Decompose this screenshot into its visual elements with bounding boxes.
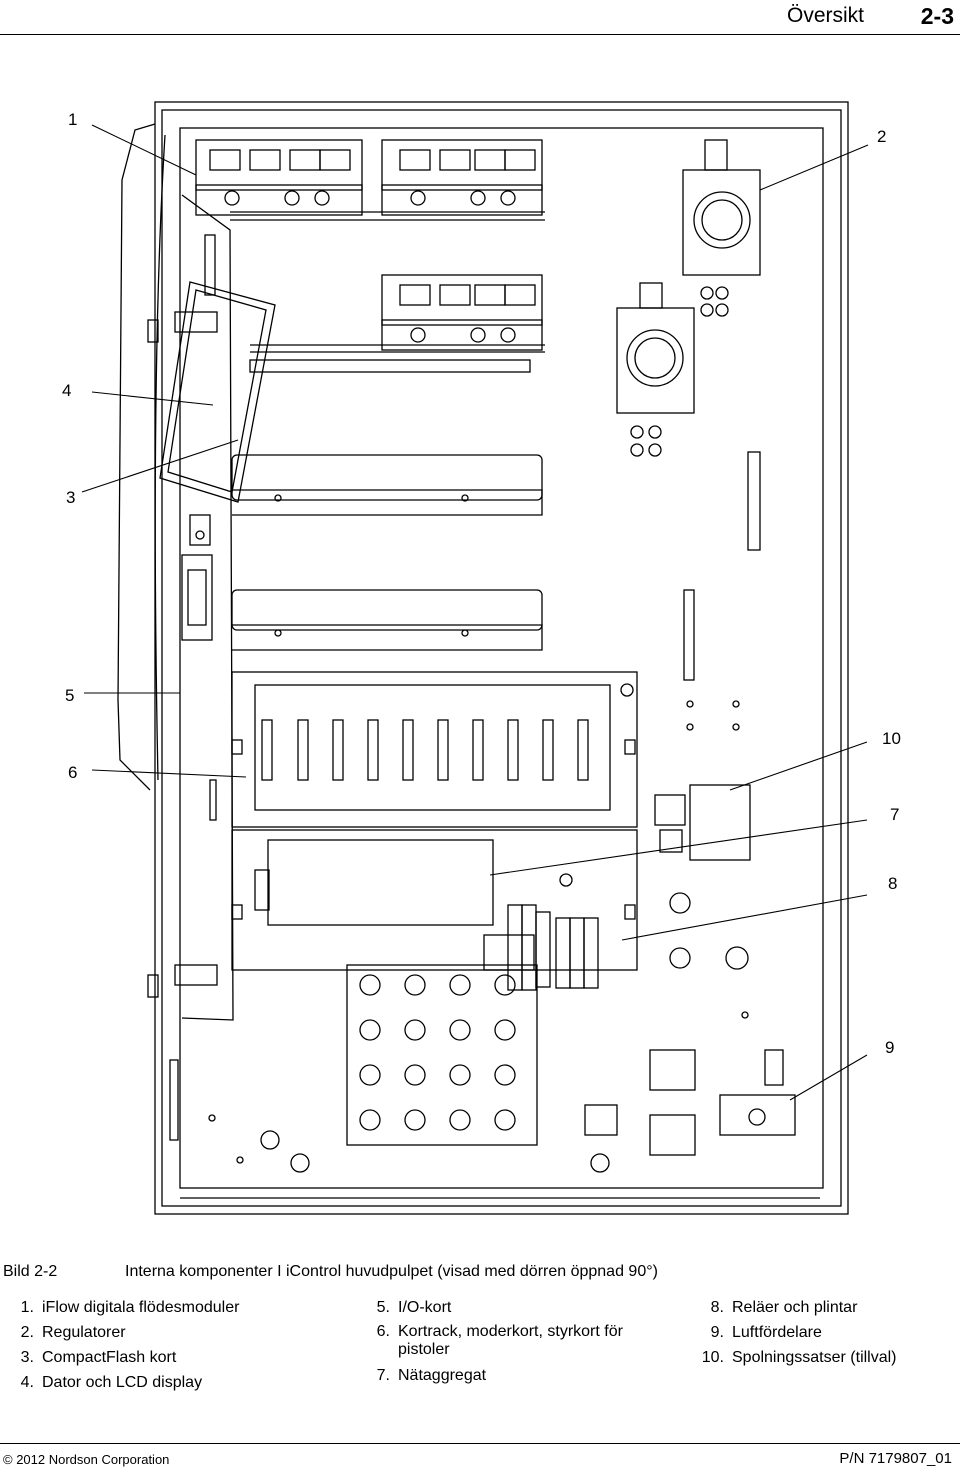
purge-kit <box>654 784 751 861</box>
figure-number: Bild 2-2 <box>3 1263 58 1280</box>
flow-modules-row2 <box>381 274 543 351</box>
cabinet-frame <box>154 101 849 1215</box>
callout-3: 3 <box>66 488 76 507</box>
callout-7: 7 <box>890 805 900 824</box>
callout-10: 10 <box>882 729 901 748</box>
power-supply <box>267 839 494 926</box>
air-manifold <box>719 1049 796 1136</box>
legend-item: 9.Luftfördelare <box>710 1324 822 1341</box>
callout-1: 1 <box>68 110 78 129</box>
relays-terminals <box>483 904 599 991</box>
perforated-panel <box>346 964 538 1146</box>
legend-item: 4.Dator och LCD display <box>20 1374 203 1391</box>
legend-item: 6.Kortrack, moderkort, styrkort för pist… <box>376 1323 623 1358</box>
page-header: Översikt 2-3 <box>0 0 960 35</box>
legend-item: 7.Nätaggregat <box>376 1367 487 1384</box>
legend-column-2: 5.I/O-kort 6.Kortrack, moderkort, styrko… <box>370 1295 670 1388</box>
callout-8: 8 <box>888 874 898 893</box>
figure-caption-text: Interna komponenter I iControl huvudpulp… <box>125 1263 658 1280</box>
legend-item: 2.Regulatorer <box>20 1324 126 1341</box>
part-number: P/N 7179807_01 <box>839 1450 952 1467</box>
callout-5: 5 <box>65 686 75 705</box>
legend-item: 5.I/O-kort <box>376 1299 452 1316</box>
leader-lines <box>81 124 869 1101</box>
regulators <box>616 139 761 457</box>
cabinet-drawing: 1 2 3 4 5 6 7 8 9 10 <box>0 36 960 1236</box>
legend-column-3: 8.Reläer och plintar 9.Luftfördelare 10.… <box>695 1295 955 1370</box>
footer-rule <box>0 1443 960 1444</box>
legend-column-1: 1.iFlow digitala flödesmoduler 2.Regulat… <box>14 1295 304 1395</box>
legend-item: 10.Spolningssatser (tillval) <box>701 1349 897 1366</box>
legend-item: 3.CompactFlash kort <box>20 1349 177 1366</box>
page-number: 2-3 <box>920 3 954 29</box>
callout-2: 2 <box>877 127 887 146</box>
section-title: Översikt <box>786 4 864 27</box>
callout-6: 6 <box>68 763 78 782</box>
card-rack <box>231 671 638 828</box>
copyright: © 2012 Nordson Corporation <box>3 1452 170 1467</box>
callout-4: 4 <box>62 381 72 400</box>
cabinet-drawing-svg <box>81 101 869 1215</box>
header-rule <box>0 34 960 35</box>
legend-item: 1.iFlow digitala flödesmoduler <box>20 1299 240 1316</box>
flow-modules-row1 <box>195 139 543 216</box>
callout-9: 9 <box>885 1038 895 1057</box>
legend-item: 8.Reläer och plintar <box>710 1299 858 1316</box>
